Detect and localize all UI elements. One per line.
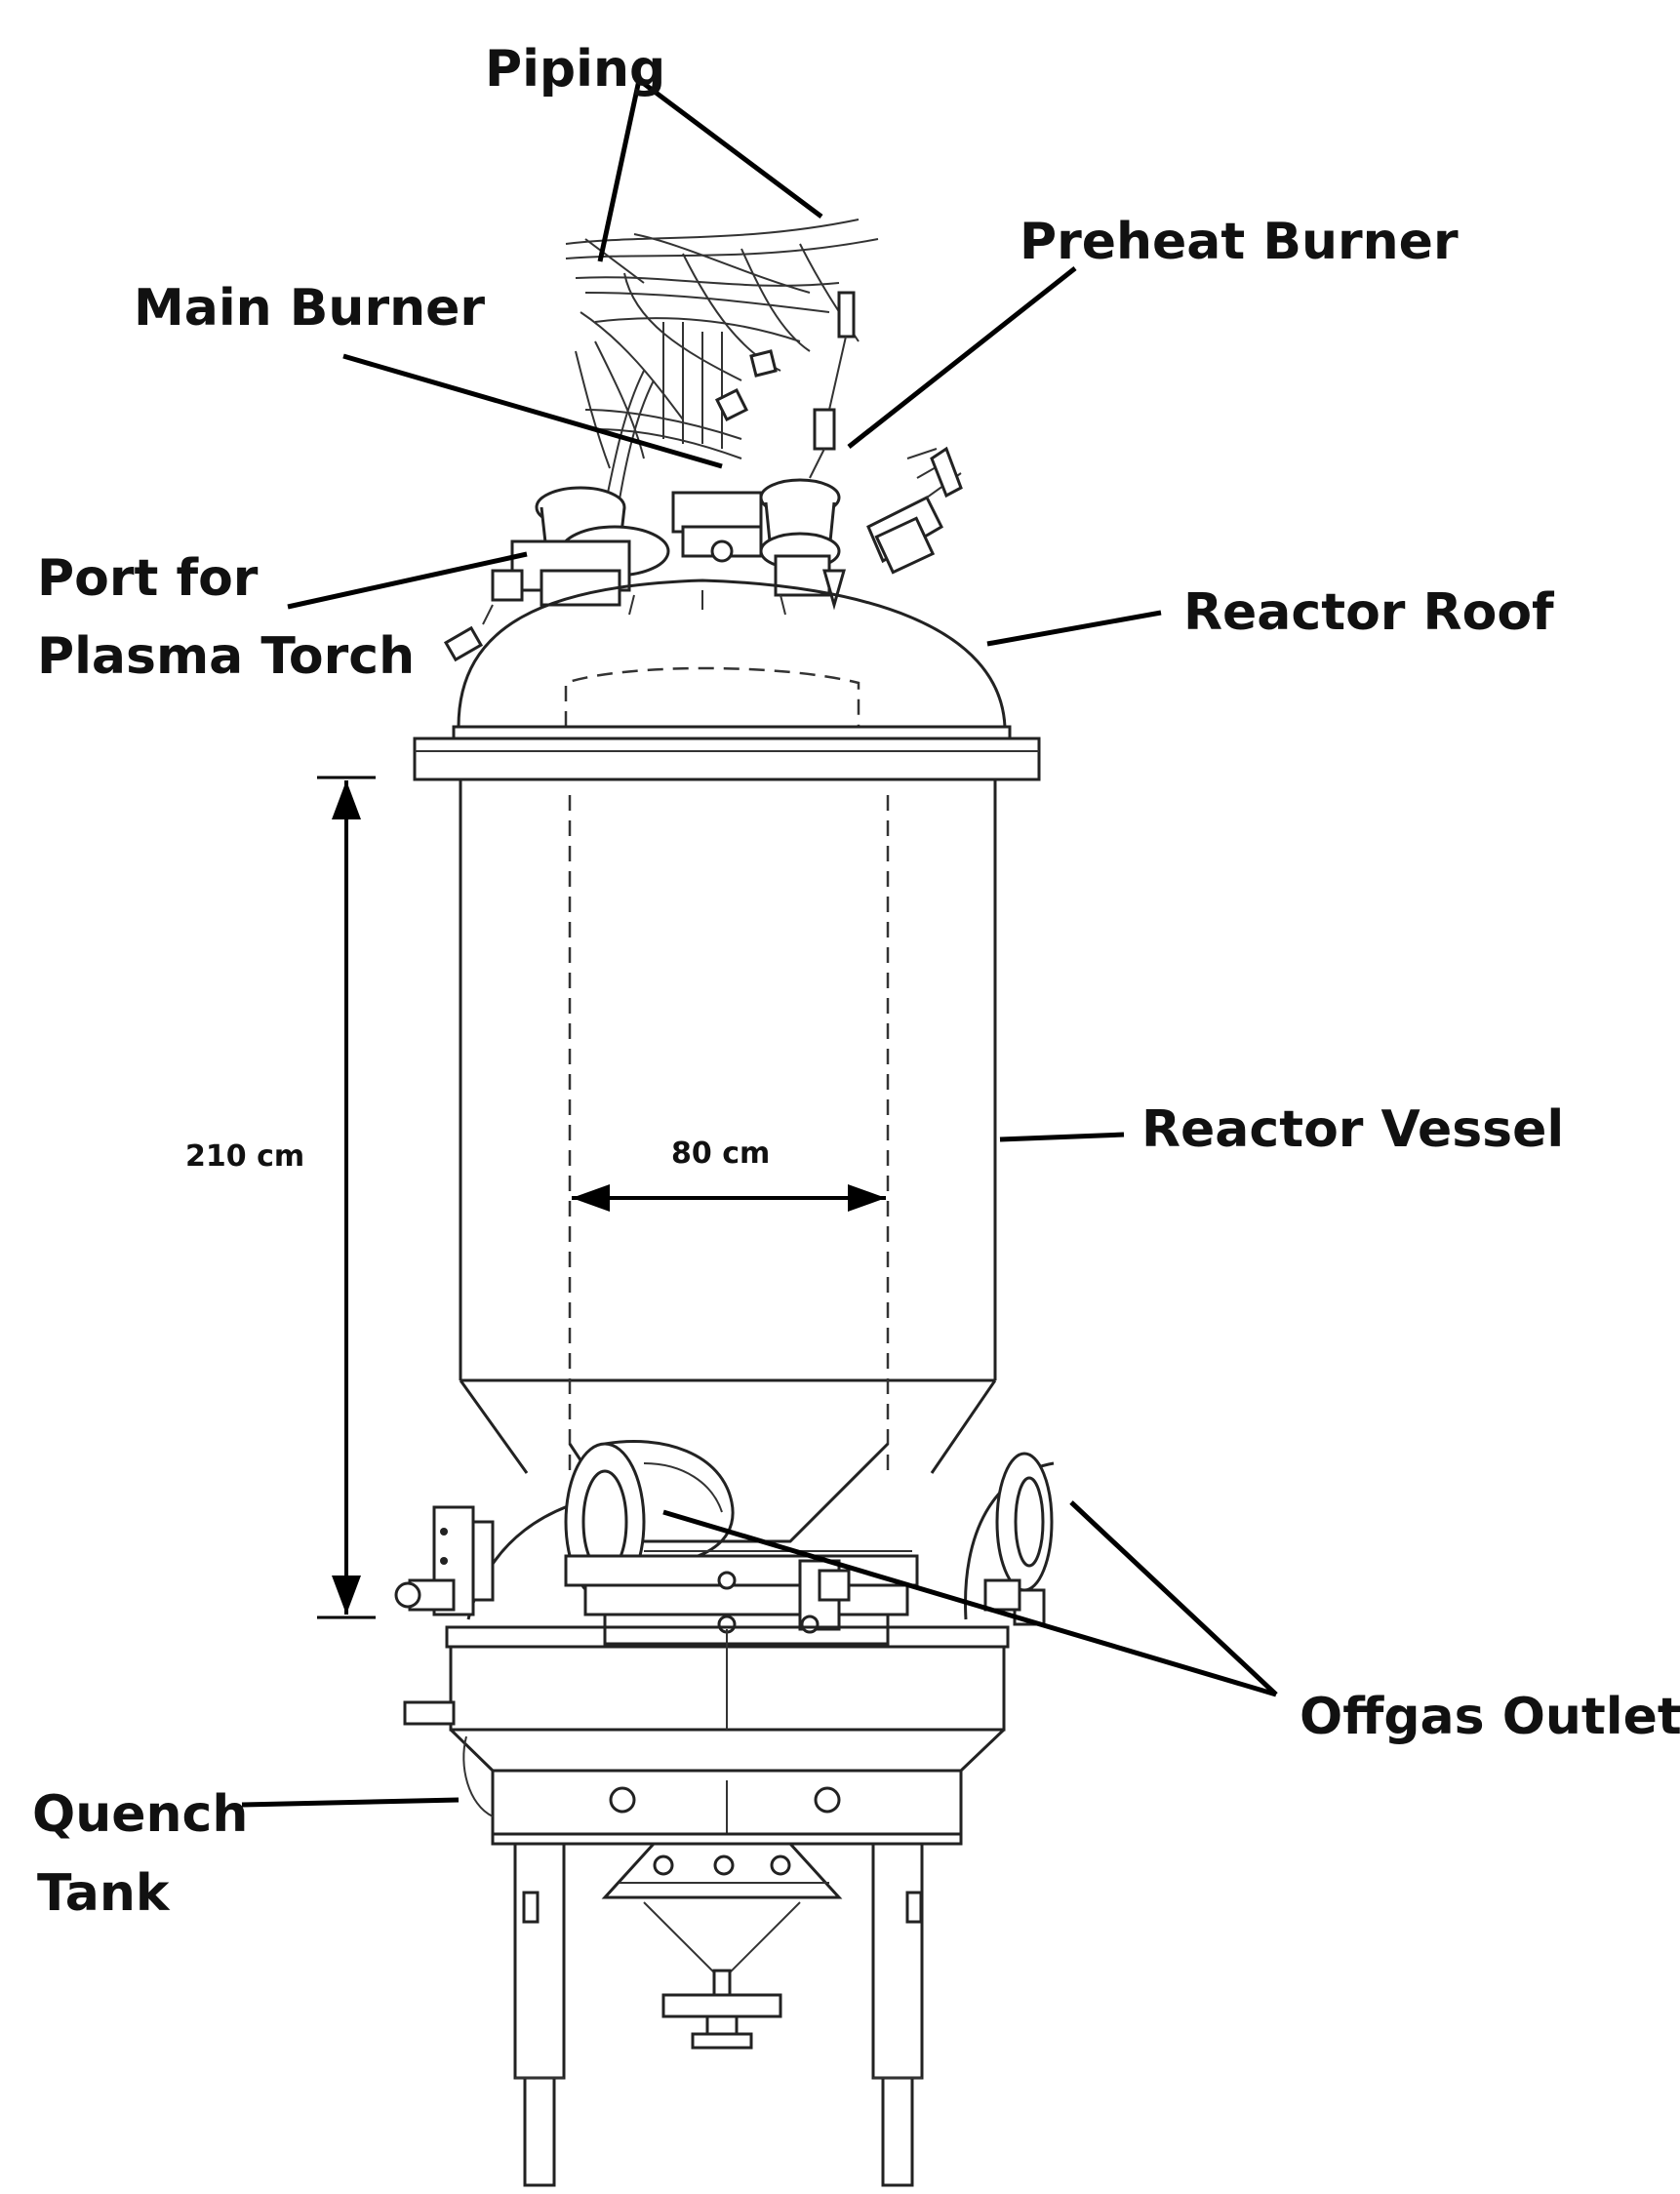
stand-legs xyxy=(513,1842,924,2187)
lower-assembly xyxy=(394,1440,1055,1646)
label-reactor-roof: Reactor Roof xyxy=(1183,583,1555,642)
piping-leader-1 xyxy=(597,79,642,262)
port-leader xyxy=(287,551,528,610)
height-dimension xyxy=(317,776,376,1619)
roof-fittings xyxy=(443,446,963,662)
label-height-dimension: 210 cm xyxy=(185,1139,304,1174)
label-offgas-outlets: Offgas Outlets xyxy=(1300,1688,1680,1746)
label-reactor-vessel: Reactor Vessel xyxy=(1141,1100,1564,1159)
offgas-leader-1 xyxy=(662,1509,1277,1697)
diameter-dimension xyxy=(572,1184,886,1212)
label-piping: Piping xyxy=(485,40,665,99)
label-quench-line2: Tank xyxy=(37,1864,171,1923)
reactor-roof-leader xyxy=(986,610,1162,647)
labels: Piping Preheat Burner Main Burner Port f… xyxy=(32,40,1680,1923)
main-burner-leader xyxy=(342,353,723,469)
quench-tank-shape xyxy=(403,1625,1010,1846)
label-port-line1: Port for xyxy=(37,549,259,608)
reactor-roof-shape xyxy=(413,578,1041,781)
reactor-vessel-shape xyxy=(459,779,997,1543)
reactor-vessel-leader xyxy=(999,1132,1125,1142)
quench-tank-leader xyxy=(241,1797,460,1808)
label-port-line2: Plasma Torch xyxy=(37,627,415,686)
piping-bundle xyxy=(565,219,879,518)
leader-lines xyxy=(241,77,1278,1808)
label-diameter-dimension: 80 cm xyxy=(671,1137,770,1171)
offgas-leader-2 xyxy=(1069,1500,1278,1696)
piping-leader-2 xyxy=(637,77,823,219)
label-main-burner: Main Burner xyxy=(134,279,485,338)
label-quench-line1: Quench xyxy=(32,1785,248,1844)
preheat-burner-leader xyxy=(847,266,1077,449)
label-preheat-burner: Preheat Burner xyxy=(1020,213,1459,271)
